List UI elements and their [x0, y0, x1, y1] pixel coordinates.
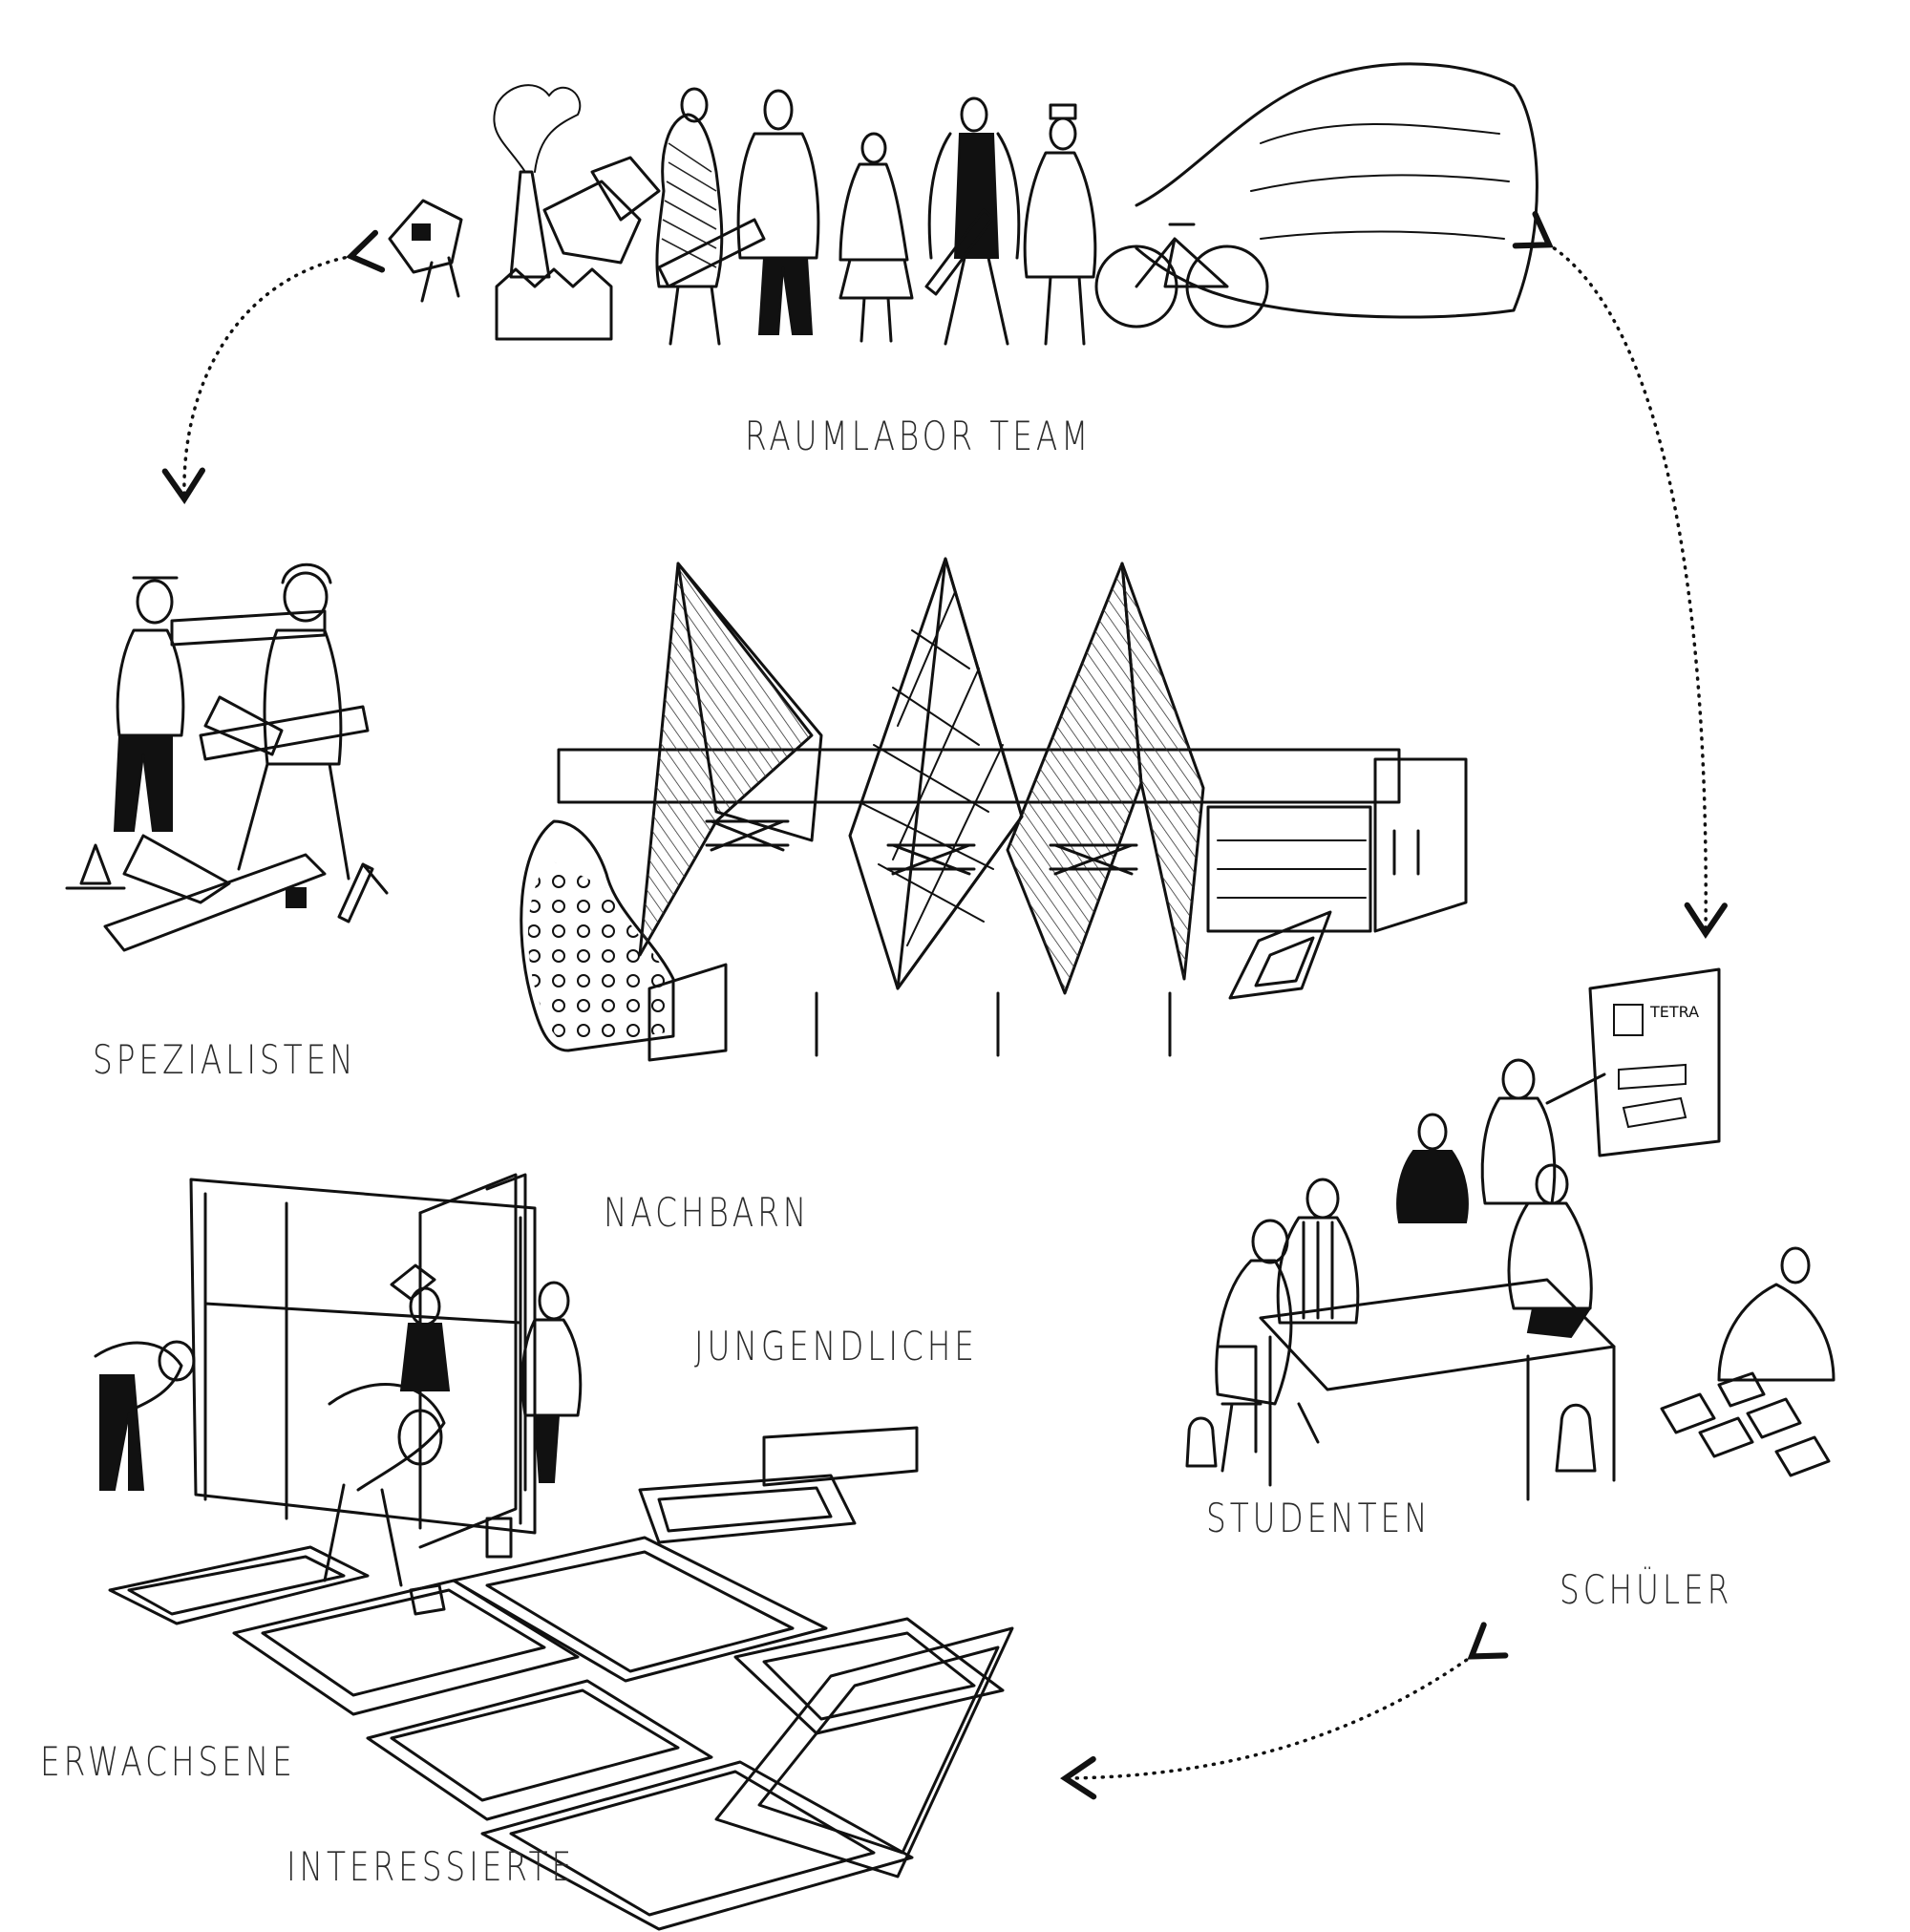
bicycle-icon: [1094, 223, 1269, 329]
label-schueler: SCHÜLER: [1560, 1566, 1733, 1613]
builders-illustration: [65, 563, 389, 952]
traffic-cone-icon: [65, 843, 126, 890]
label-studenten: STUDENTEN: [1206, 1495, 1432, 1541]
team-figures-illustration: [388, 62, 1539, 346]
label-jungendliche: JUNGENDLICHE: [694, 1323, 978, 1369]
classroom-illustration: [1185, 967, 1836, 1501]
pavilion-illustration: [520, 557, 1468, 1062]
poster-text: TETRA: [1650, 1003, 1700, 1021]
poster-board-icon: [1588, 967, 1721, 1157]
label-spezialisten: SPEZIALISTEN: [93, 1036, 357, 1083]
label-erwachsene: ERWACHSENE: [40, 1738, 296, 1785]
label-raumlabor-team: RAUMLABOR TEAM: [745, 413, 1093, 459]
arrow-schools-workshop: [1060, 1622, 1509, 1800]
arrow-team-specialists: [161, 229, 386, 504]
label-interessierte: INTERESSIERTE: [286, 1843, 576, 1890]
workshop-frames-illustration: [94, 1173, 1014, 1931]
arrow-team-schools: [1512, 211, 1728, 939]
balloon-structure-icon: [1135, 62, 1539, 319]
label-nachbarn: NACHBARN: [604, 1189, 811, 1236]
